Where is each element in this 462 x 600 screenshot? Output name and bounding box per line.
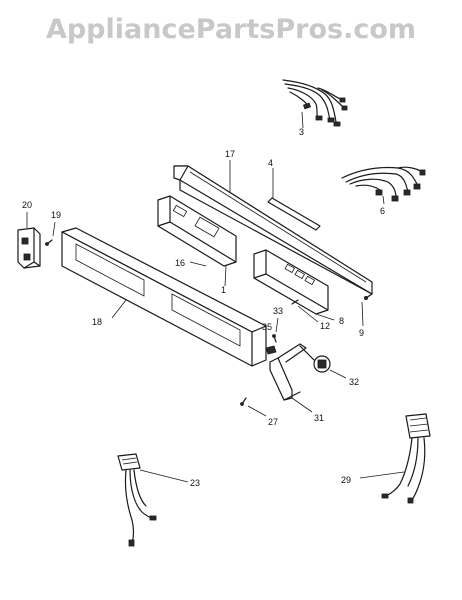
callout-31: 31 [314,413,324,423]
wire-harness-3[interactable] [282,79,348,129]
callout-35: 35 [262,322,272,332]
bracket-31[interactable] [269,343,313,413]
leader-16a [189,261,207,267]
callout-27: 27 [268,417,278,427]
wire-harness-6[interactable] [341,166,426,205]
connector-32[interactable] [299,345,347,379]
back-panel-17[interactable] [173,160,373,295]
callout-1: 1 [221,285,226,295]
wire-harness-29[interactable] [359,413,431,504]
callout-9: 9 [359,328,364,338]
trim-strip-4[interactable] [267,168,321,231]
side-bracket-20[interactable] [17,212,41,269]
watermark: AppliancePartsPros.com [45,14,417,45]
front-frame-18[interactable] [61,227,267,367]
wire-harness-23[interactable] [117,453,189,547]
screw-19[interactable] [45,221,56,246]
screw-12[interactable] [291,299,319,323]
control-panel-1[interactable] [157,195,237,287]
screw-27[interactable] [240,397,267,417]
control-panel-8[interactable] [253,249,335,321]
callout-18: 18 [92,317,102,327]
callout-23: 23 [190,478,200,488]
screw-9[interactable] [361,293,373,327]
callout-4: 4 [268,158,273,168]
clip-35[interactable] [265,345,277,355]
callout-6: 6 [380,206,385,216]
callout-33: 33 [273,306,283,316]
callout-16a: 16 [175,258,185,268]
callout-12: 12 [320,321,330,331]
callout-20: 20 [22,200,32,210]
callout-29: 29 [341,475,351,485]
callout-19: 19 [51,210,61,220]
callout-32: 32 [349,377,359,387]
screw-33[interactable] [272,317,279,343]
callout-3: 3 [299,127,304,137]
callout-17: 17 [225,149,235,159]
callout-8: 8 [339,316,344,326]
